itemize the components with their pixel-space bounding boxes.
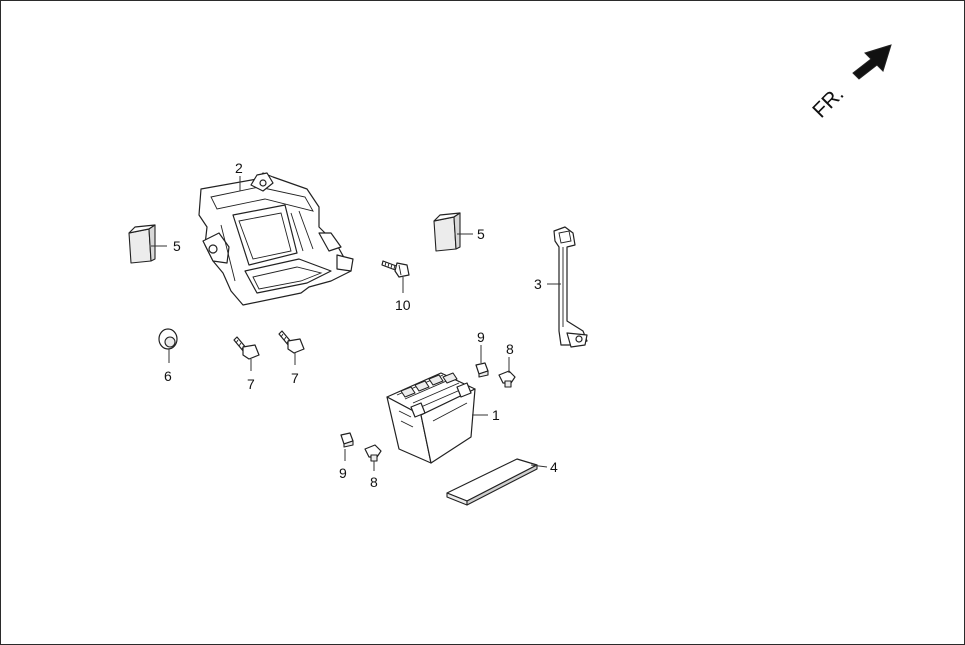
battery (386, 372, 476, 464)
callout-1: 1 (492, 407, 500, 423)
callout-4: 4 (550, 459, 558, 475)
long-bolt (381, 260, 410, 278)
terminal-bolt-lower (364, 444, 382, 462)
terminal-nut-upper (475, 362, 489, 378)
front-direction-label: FR. (808, 82, 848, 122)
callout-3: 3 (534, 276, 542, 292)
callout-5-left: 5 (173, 238, 181, 254)
terminal-bolt-upper (498, 370, 516, 388)
callout-7-left: 7 (247, 376, 255, 392)
leader-lines (151, 176, 561, 471)
front-direction-arrow-icon (852, 44, 892, 80)
callout-6: 6 (164, 368, 172, 384)
callout-10: 10 (395, 297, 411, 313)
battery-pad (446, 458, 538, 506)
nut (158, 328, 178, 350)
callout-9-lower: 9 (339, 465, 347, 481)
rubber-pad-left (128, 224, 156, 264)
callout-9-upper: 9 (477, 329, 485, 345)
callout-2: 2 (235, 160, 243, 176)
flange-bolt-left (233, 336, 260, 360)
flange-bolt-right (278, 330, 305, 354)
battery-box (198, 172, 354, 306)
callout-8-lower: 8 (370, 474, 378, 490)
callout-8-upper: 8 (506, 341, 514, 357)
rubber-pad-right (433, 212, 461, 252)
callout-5-right: 5 (477, 226, 485, 242)
callout-7-right: 7 (291, 370, 299, 386)
terminal-nut-lower (340, 432, 354, 448)
battery-strap (553, 226, 588, 348)
